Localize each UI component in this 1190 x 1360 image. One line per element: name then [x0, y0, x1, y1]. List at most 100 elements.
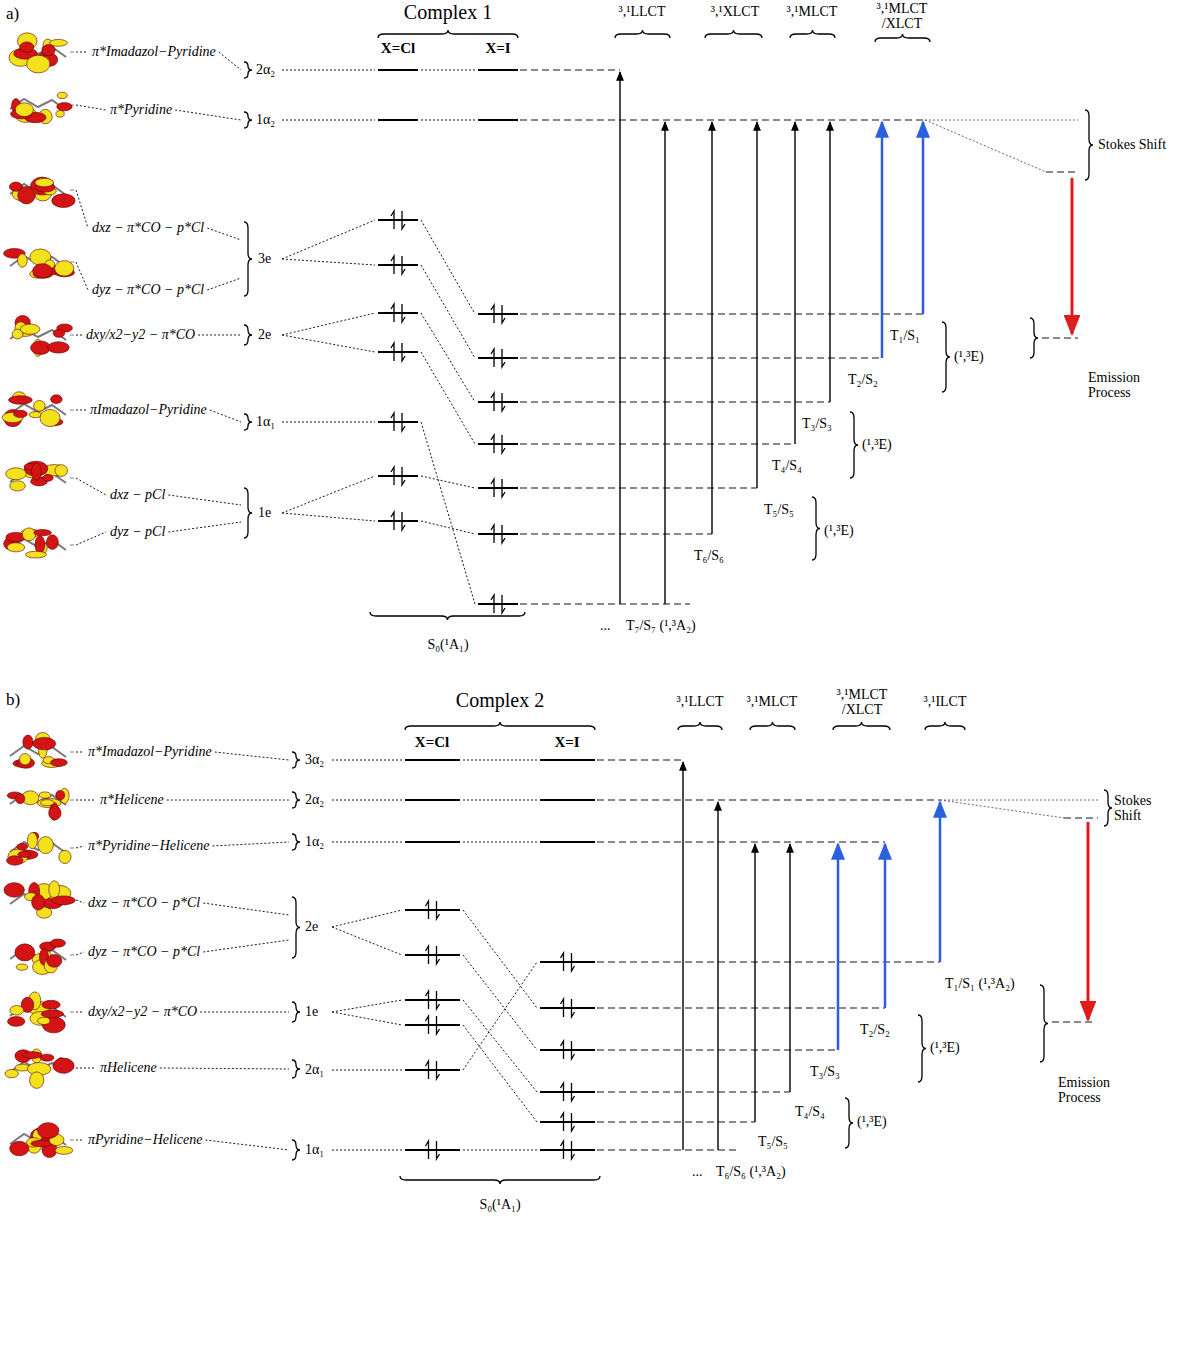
orbital-picture — [10, 1123, 73, 1158]
excitation-arrow — [711, 122, 712, 534]
orbital-lobe — [9, 396, 33, 404]
level-label: Emission Process — [1058, 1075, 1143, 1106]
energy-level — [405, 1069, 460, 1071]
level-extension — [520, 443, 795, 445]
energy-level — [378, 219, 418, 221]
curly-bracket — [292, 834, 300, 850]
correlation-line — [463, 962, 537, 1070]
level-leader — [282, 422, 375, 423]
state-label: T₄/S₄ — [795, 1104, 825, 1119]
orbital-bracket-leader — [168, 495, 241, 505]
orbital-tick — [70, 752, 74, 753]
level-leader — [282, 313, 375, 335]
energy-level — [378, 264, 418, 266]
orbital-lobe — [8, 1017, 25, 1027]
excitation-arrow-blue — [881, 122, 884, 358]
state-label: T₂/S₂ — [848, 372, 878, 387]
energy-level — [405, 1149, 460, 1151]
level-label: (¹,³E) — [824, 523, 854, 538]
spin-down-electron — [437, 991, 440, 1009]
energy-level — [478, 401, 518, 403]
transition-type-label: ³,¹LLCT — [619, 4, 666, 19]
orbital-tick — [70, 410, 74, 411]
column-label: X=I — [485, 40, 510, 57]
orbital-label: dyz − π*CO − p*Cl — [88, 944, 200, 959]
level-label: 1α₂ — [256, 112, 275, 127]
curly-bracket — [244, 325, 252, 345]
orbital-leader — [76, 846, 84, 848]
state-label: ... — [600, 618, 611, 633]
orbital-leader — [76, 262, 88, 290]
orbital-lobe — [50, 939, 65, 947]
orbital-tick — [70, 545, 74, 546]
level-label: (¹,³E) — [862, 437, 892, 452]
orbital-label: dyz − π*CO − p*Cl — [92, 282, 204, 297]
curly-bracket — [292, 897, 300, 958]
level-leader — [332, 927, 402, 955]
energy-level — [540, 1007, 595, 1009]
level-label: 1e — [305, 1004, 318, 1019]
spin-down-electron — [402, 467, 405, 485]
column-label: X=Cl — [415, 734, 449, 751]
energy-level — [478, 487, 518, 489]
orbital-tick — [70, 1012, 74, 1013]
column-label: X=I — [554, 734, 579, 751]
orbital-lobe — [27, 833, 37, 849]
transition-type-label: ³,¹MLCT — [747, 694, 798, 709]
spin-up-electron — [391, 512, 394, 530]
energy-level — [378, 351, 418, 353]
orbital-lobe — [15, 103, 33, 117]
correlation-line — [421, 220, 475, 314]
spin-up-electron — [391, 413, 394, 431]
orbital-lobe — [57, 103, 72, 111]
orbital-label: dxz − π*CO − p*Cl — [92, 220, 204, 235]
correlation-line — [463, 1150, 537, 1151]
spin-down-electron — [572, 1041, 575, 1059]
spin-up-electron — [561, 1083, 564, 1101]
level-extension — [520, 313, 923, 315]
spin-up-electron — [491, 525, 494, 543]
orbital-lobe — [16, 964, 28, 970]
orbital-label: π*Imadazol−Pyridine — [88, 744, 212, 759]
spin-up-electron — [391, 467, 394, 485]
orbital-bracket-leader — [212, 842, 289, 846]
correlation-line — [463, 1000, 537, 1092]
orbital-picture — [4, 528, 66, 558]
orbital-leader — [76, 952, 84, 955]
orbital-label: π*Helicene — [100, 792, 164, 807]
curly-bracket — [812, 497, 820, 560]
level-label: (¹,³E) — [954, 349, 984, 364]
orbital-bracket-leader — [219, 52, 241, 70]
spin-up-electron — [426, 1061, 429, 1079]
orbital-picture — [5, 1049, 74, 1088]
energy-level — [405, 1024, 460, 1026]
transition-type-label: ³,¹LLCT — [677, 694, 724, 709]
orbital-leader — [76, 1068, 96, 1069]
curly-bracket — [705, 30, 762, 38]
orbital-picture — [10, 92, 72, 124]
correlation-line — [463, 955, 537, 1050]
orbital-picture — [4, 249, 75, 279]
orbital-lobe — [30, 1072, 44, 1088]
orbital-bracket-leader — [207, 278, 241, 290]
excitation-arrow — [754, 844, 755, 1122]
stokes-line — [1046, 171, 1078, 173]
complex-title: Complex 1 — [404, 1, 492, 23]
state-label: T₆/S₆ — [694, 548, 724, 563]
spin-down-electron — [402, 304, 405, 322]
spin-up-electron — [561, 1041, 564, 1059]
spin-up-electron — [391, 343, 394, 361]
orbital-bracket-leader — [210, 410, 241, 422]
orbital-lobe — [32, 895, 45, 911]
state-label: T₆/S₆ (¹,³A₂) — [716, 1164, 786, 1179]
curly-bracket — [244, 488, 252, 538]
orbital-lobe — [56, 790, 65, 799]
energy-level — [478, 357, 518, 359]
excitation-arrow-blue — [884, 844, 887, 1008]
orbital-label: π*Pyridine — [110, 102, 172, 117]
curly-bracket — [918, 1015, 926, 1082]
state-label: T₃/S₃ — [802, 416, 832, 431]
orbital-lobe — [55, 1146, 73, 1154]
excitation-arrow-blue — [922, 122, 925, 314]
orbital-lobe — [49, 806, 61, 820]
